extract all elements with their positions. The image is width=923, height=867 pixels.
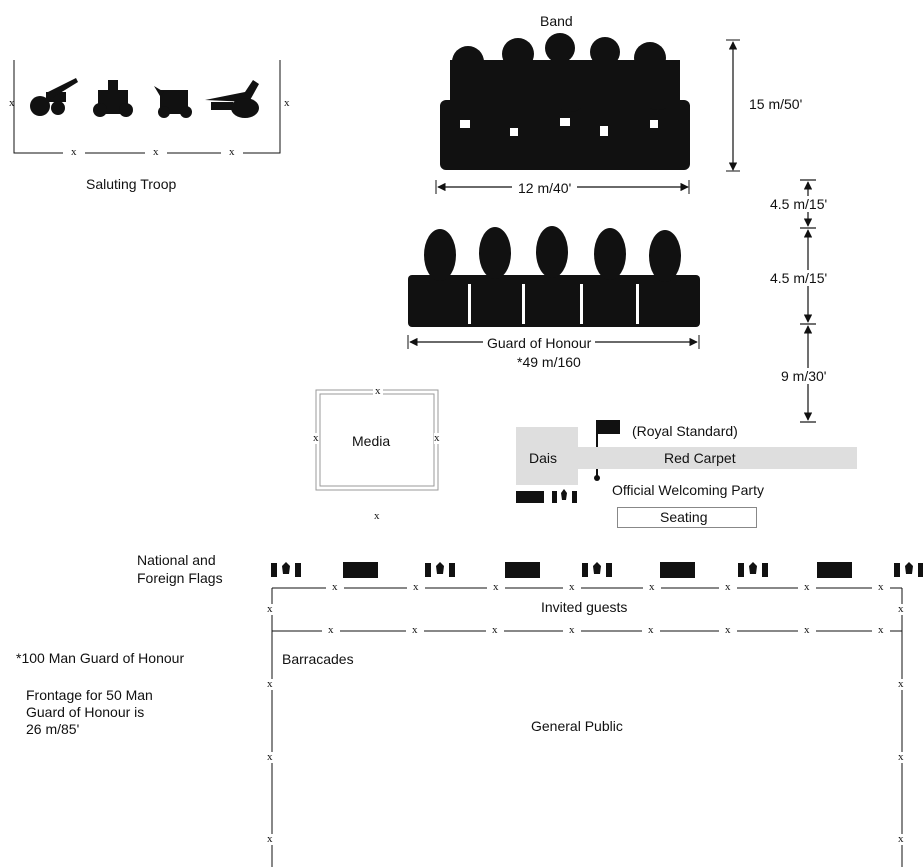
guard-width-label: *49 m/160 (517, 354, 581, 370)
guest-bottom-x-1: x (322, 625, 340, 636)
red-carpet (578, 447, 857, 469)
saluting-troop-label: Saluting Troop (86, 176, 177, 192)
troop-x-bottom-3: x (221, 147, 243, 158)
guest-top-x-1: x (326, 582, 344, 593)
gap-band-guard-label: 4.5 m/15' (770, 196, 828, 212)
flags-label-line1: National and (137, 552, 216, 568)
troop-x-right: x (284, 97, 290, 109)
vertical-dimension-lines (800, 179, 816, 423)
guest-top-x-7: x (798, 582, 816, 593)
media-x-right: x (434, 432, 440, 444)
band-depth-label: 15 m/50' (749, 96, 803, 112)
gap-guard-top-label: 4.5 m/15' (770, 270, 828, 286)
guest-top-x-2: x (407, 582, 425, 593)
note-frontage-line2: Guard of Honour is (26, 704, 145, 720)
band-title: Band (540, 13, 573, 29)
media-x-top: x (373, 385, 383, 397)
band-width-label: 12 m/40' (512, 180, 578, 196)
invited-guests-enclosure (271, 587, 903, 867)
note-frontage-line1: Frontage for 50 Man (26, 687, 153, 703)
guest-top-x-4: x (563, 582, 581, 593)
guest-bottom-x-2: x (406, 625, 424, 636)
gap-guard-dais-label: 9 m/30' (781, 368, 827, 384)
royal-standard-label: (Royal Standard) (632, 423, 738, 439)
welcoming-party-label: Official Welcoming Party (612, 482, 764, 498)
guest-top-x-3: x (487, 582, 505, 593)
side-left-x-3: x (267, 751, 273, 763)
side-left-x-4: x (267, 833, 273, 845)
saluting-troop-guns (30, 78, 259, 118)
invited-guests-label: Invited guests (541, 599, 628, 615)
seating-box (617, 507, 757, 528)
media-x-left: x (313, 432, 319, 444)
guest-top-x-8: x (872, 582, 890, 593)
guest-bottom-x-8: x (872, 625, 890, 636)
flags-label-line2: Foreign Flags (137, 570, 223, 586)
guest-bottom-x-5: x (642, 625, 660, 636)
guest-bottom-x-7: x (798, 625, 816, 636)
dais-label: Dais (529, 450, 558, 466)
troop-x-bottom-2: x (145, 147, 167, 158)
media-label: Media (352, 433, 391, 449)
note-guard-100: *100 Man Guard of Honour (16, 650, 185, 666)
guest-bottom-x-3: x (486, 625, 504, 636)
troop-x-bottom-1: x (63, 147, 85, 158)
guard-title: Guard of Honour (483, 335, 596, 351)
guest-top-x-5: x (643, 582, 661, 593)
note-frontage-line3: 26 m/85' (26, 721, 80, 737)
barricades-label: Barracades (282, 651, 354, 667)
guest-top-x-6: x (719, 582, 737, 593)
side-right-x-2: x (898, 678, 904, 690)
side-right-x-1: x (898, 603, 904, 615)
guest-bottom-x-4: x (563, 625, 581, 636)
flags-row (271, 562, 923, 578)
band-figures (440, 33, 690, 170)
troop-x-left: x (9, 97, 15, 109)
guard-of-honour-figures (408, 226, 700, 327)
red-carpet-label: Red Carpet (664, 450, 736, 466)
seating-label: Seating (660, 509, 708, 525)
guest-bottom-x-6: x (719, 625, 737, 636)
side-right-x-4: x (898, 833, 904, 845)
side-left-x-2: x (267, 678, 273, 690)
dais-flags (516, 489, 577, 503)
media-x-bottom: x (374, 510, 380, 522)
side-left-x-1: x (267, 603, 273, 615)
general-public-label: General Public (531, 718, 623, 734)
side-right-x-3: x (898, 751, 904, 763)
dais-area (516, 427, 578, 485)
